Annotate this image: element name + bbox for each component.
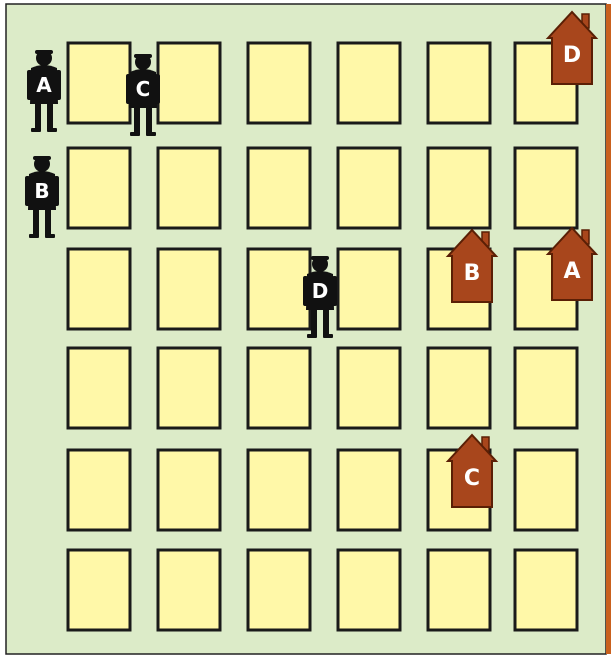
house-label: B <box>464 261 481 286</box>
city-block <box>158 450 220 530</box>
city-block <box>338 43 400 123</box>
person-label: B <box>34 179 49 203</box>
person-label: D <box>312 279 329 303</box>
city-block <box>515 550 577 630</box>
city-block <box>338 148 400 228</box>
city-block <box>428 348 490 428</box>
city-block <box>428 148 490 228</box>
city-block <box>338 249 400 329</box>
city-block <box>158 249 220 329</box>
house-label: D <box>563 43 581 68</box>
city-block <box>515 148 577 228</box>
city-block <box>158 348 220 428</box>
city-block <box>248 43 310 123</box>
city-block <box>248 348 310 428</box>
city-block <box>68 348 130 428</box>
person-label: C <box>136 77 151 101</box>
city-block <box>338 550 400 630</box>
city-block <box>68 43 130 123</box>
house-label: A <box>563 259 580 284</box>
board-right-edge <box>606 4 611 654</box>
city-block <box>428 43 490 123</box>
city-block <box>428 550 490 630</box>
person-label: A <box>36 73 52 97</box>
city-block <box>68 450 130 530</box>
city-block <box>515 348 577 428</box>
city-block <box>248 148 310 228</box>
city-block <box>158 43 220 123</box>
house-label: C <box>464 466 480 491</box>
city-block <box>68 249 130 329</box>
city-block <box>68 550 130 630</box>
city-block <box>338 348 400 428</box>
city-block <box>248 249 310 329</box>
city-block <box>68 148 130 228</box>
city-block <box>158 148 220 228</box>
city-block <box>248 450 310 530</box>
city-block <box>248 550 310 630</box>
city-block <box>515 450 577 530</box>
city-block <box>338 450 400 530</box>
city-block <box>158 550 220 630</box>
